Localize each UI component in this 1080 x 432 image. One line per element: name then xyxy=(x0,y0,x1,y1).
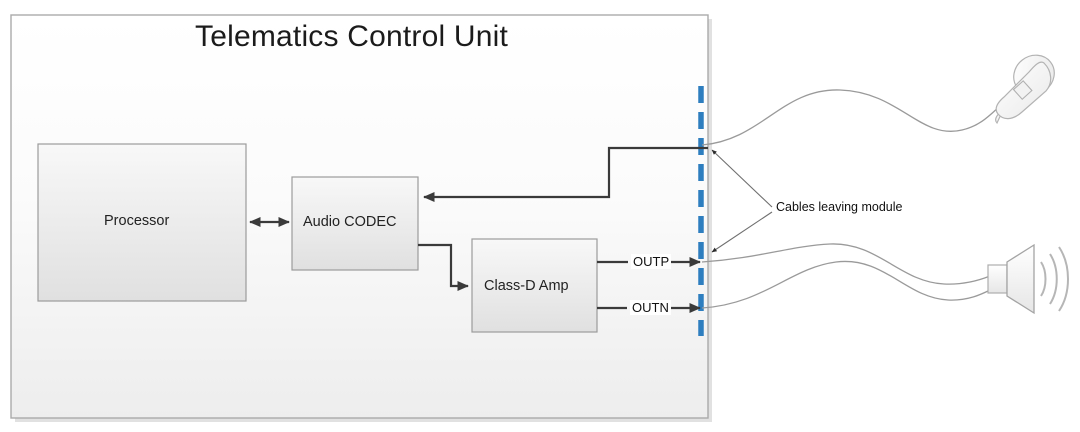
microphone-icon xyxy=(995,54,1055,125)
block-class-d-amp[interactable] xyxy=(471,238,598,333)
pin-label-outp: OUTP xyxy=(631,254,672,269)
block-processor[interactable] xyxy=(37,143,247,302)
connector-codec-amp xyxy=(418,243,469,292)
cable-speaker-negative xyxy=(701,260,991,309)
block-label-audio-codec: Audio CODEC xyxy=(303,214,397,230)
speaker-icon xyxy=(987,243,1069,315)
pin-label-outn: OUTN xyxy=(630,300,671,315)
diagram-title: Telematics Control Unit xyxy=(195,20,509,53)
annotation-cables-leaving-module: Cables leaving module xyxy=(776,200,903,214)
connector-mic-input-to-codec xyxy=(423,146,708,203)
block-audio-codec[interactable] xyxy=(291,176,419,271)
block-label-processor: Processor xyxy=(104,213,170,229)
cable-microphone xyxy=(701,89,1001,146)
annotation-leader-upper xyxy=(711,149,773,208)
cable-speaker-positive xyxy=(701,243,991,285)
block-label-class-d-amp: Class-D Amp xyxy=(484,278,569,294)
annotation-leader-lower xyxy=(711,211,773,253)
